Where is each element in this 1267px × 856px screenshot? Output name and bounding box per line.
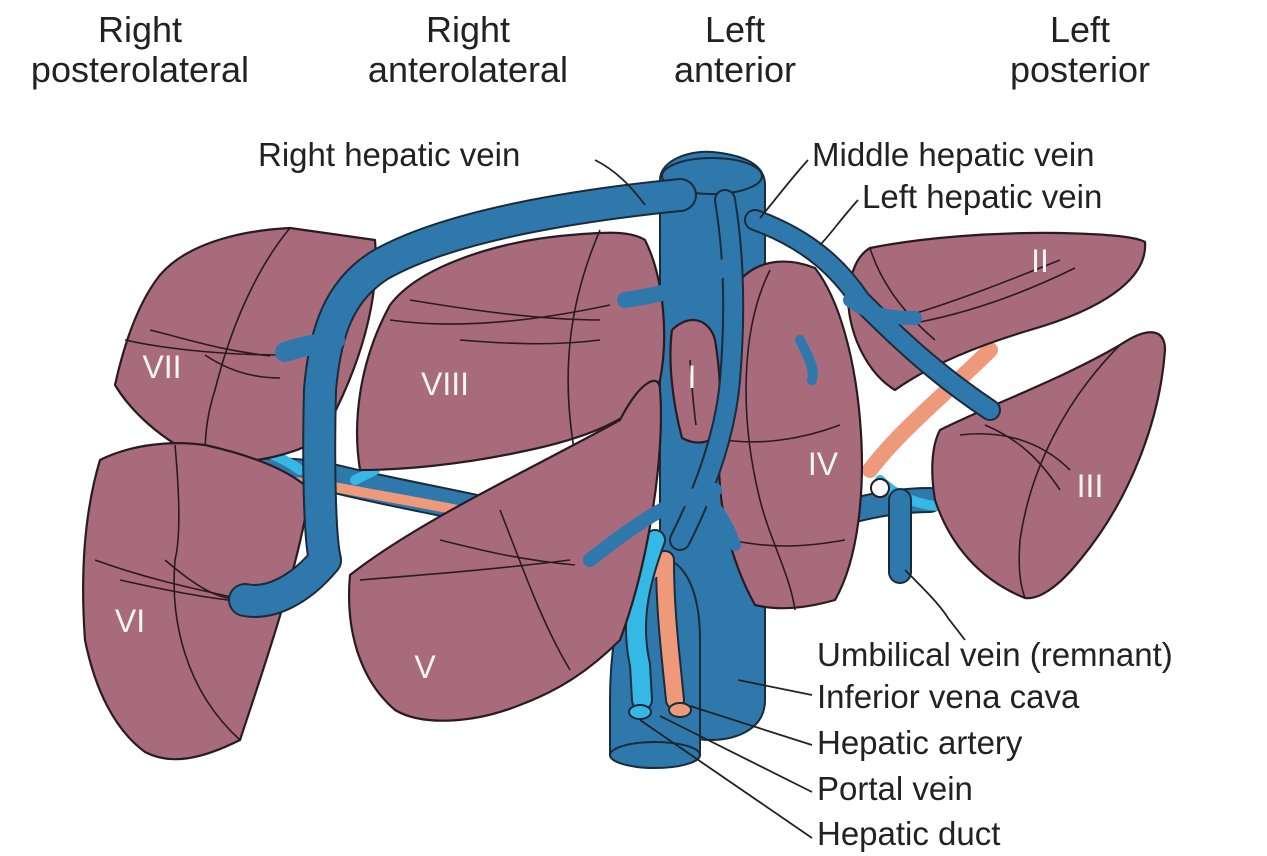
segment-label-vii: VII — [142, 349, 181, 385]
header-left-anterior-line1: Left — [705, 9, 765, 50]
label-inferior-vena-cava: Inferior vena cava — [817, 678, 1080, 715]
label-hepatic-duct: Hepatic duct — [817, 815, 1000, 852]
segment-label-iii: III — [1077, 468, 1104, 504]
segment-label-viii: VIII — [421, 366, 469, 402]
label-right-hepatic-vein: Right hepatic vein — [258, 136, 520, 173]
header-right-anterolateral-line1: Right — [426, 9, 510, 50]
header-left-posterior-line2: posterior — [1010, 49, 1150, 90]
segment-label-iv: IV — [808, 446, 839, 482]
label-umbilical-vein: Umbilical vein (remnant) — [817, 636, 1173, 673]
header-right-anterolateral-line2: anterolateral — [368, 49, 568, 90]
column-headers: Right posterolateral Right anterolateral… — [31, 9, 1150, 90]
label-middle-hepatic-vein: Middle hepatic vein — [812, 136, 1095, 173]
segment-label-ii: II — [1031, 243, 1049, 279]
segment-label-i: I — [688, 359, 697, 395]
header-right-posterolateral-line1: Right — [98, 9, 182, 50]
label-left-hepatic-vein: Left hepatic vein — [862, 178, 1102, 215]
label-hepatic-artery: Hepatic artery — [817, 724, 1023, 761]
label-portal-vein: Portal vein — [817, 770, 973, 807]
segment-label-v: V — [414, 649, 436, 685]
segment-label-vi: VI — [115, 603, 145, 639]
header-left-anterior-line2: anterior — [674, 49, 796, 90]
header-left-posterior-line1: Left — [1050, 9, 1110, 50]
header-right-posterolateral-line2: posterolateral — [31, 49, 249, 90]
